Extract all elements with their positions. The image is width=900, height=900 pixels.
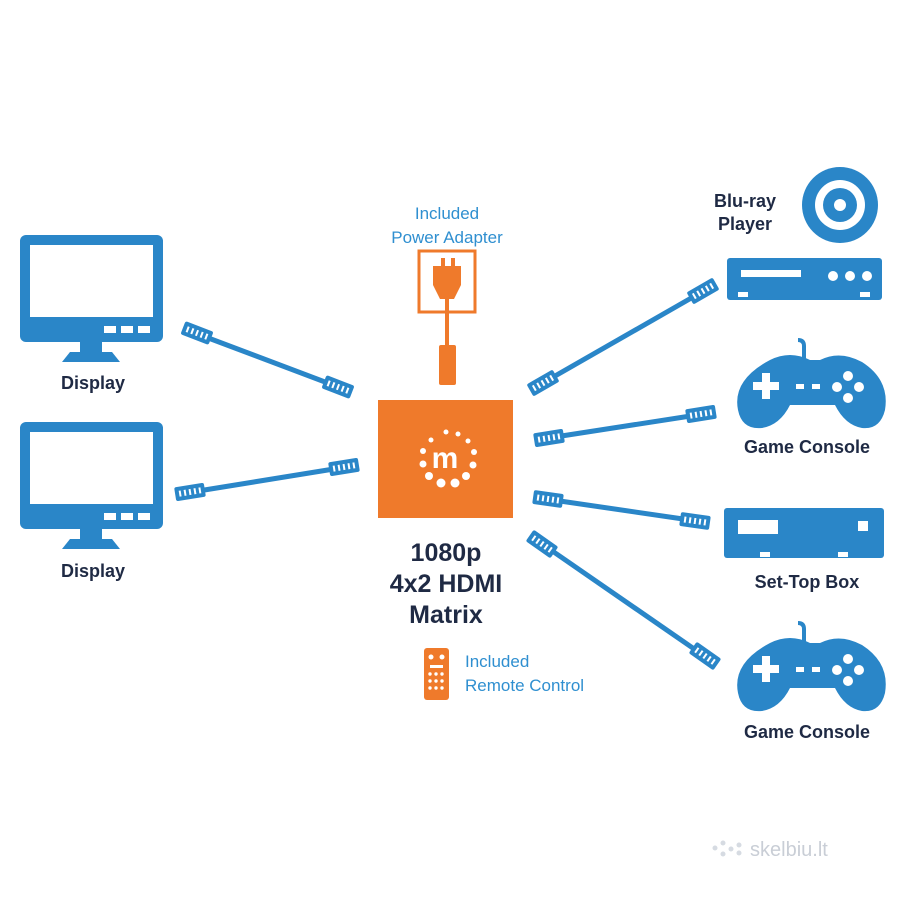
watermark-icon xyxy=(712,840,742,857)
manhattan-logo-icon xyxy=(419,429,477,488)
gamepad-icon-2 xyxy=(735,621,888,714)
set-top-box-label: Set-Top Box xyxy=(754,572,860,592)
hdmi-cable-set-top-box xyxy=(532,489,711,531)
bluray-player-icon xyxy=(727,167,882,300)
bluray-label: Blu-ray Player xyxy=(700,190,790,236)
matrix-logo-letter: m xyxy=(431,442,459,475)
remote-control-label-line-2: Remote Control xyxy=(465,676,585,695)
bluray-label-line-2: Player xyxy=(717,214,773,234)
matrix-title-line-3: Matrix xyxy=(409,601,483,629)
hdmi-matrix-box xyxy=(378,400,513,518)
bluray-label-line-1: Blu-ray xyxy=(713,191,776,211)
remote-control-label-line-1: Included xyxy=(465,652,530,671)
hdmi-cable-game-console-2 xyxy=(525,529,722,671)
game-console-label-1: Game Console xyxy=(743,437,871,457)
matrix-title: 1080p 4x2 HDMI Matrix xyxy=(366,538,526,631)
hdmi-cable-bluray xyxy=(526,277,720,397)
watermark-text: skelbiu.lt xyxy=(750,839,828,861)
set-top-box-icon xyxy=(724,508,884,558)
monitor-icon-1 xyxy=(20,235,163,362)
power-adapter-label: Included Power Adapter xyxy=(372,202,522,250)
matrix-title-line-1: 1080p xyxy=(410,539,482,567)
matrix-title-line-2: 4x2 HDMI xyxy=(389,570,503,598)
hdmi-cable-display-1 xyxy=(180,321,355,399)
hdmi-cable-display-2 xyxy=(174,457,360,502)
display-label-2: Display xyxy=(60,561,126,581)
display-label-1: Display xyxy=(60,373,126,393)
hdmi-cable-game-console-1 xyxy=(533,404,717,448)
game-console-label-2: Game Console xyxy=(743,722,871,742)
power-adapter-label-line-2: Power Adapter xyxy=(391,228,503,247)
monitor-icon-2 xyxy=(20,422,163,549)
gamepad-icon-1 xyxy=(735,338,888,431)
remote-control-icon xyxy=(424,648,449,700)
remote-control-label: Included Remote Control xyxy=(465,650,584,698)
power-adapter-icon xyxy=(417,249,477,385)
power-adapter-label-line-1: Included xyxy=(414,204,480,223)
